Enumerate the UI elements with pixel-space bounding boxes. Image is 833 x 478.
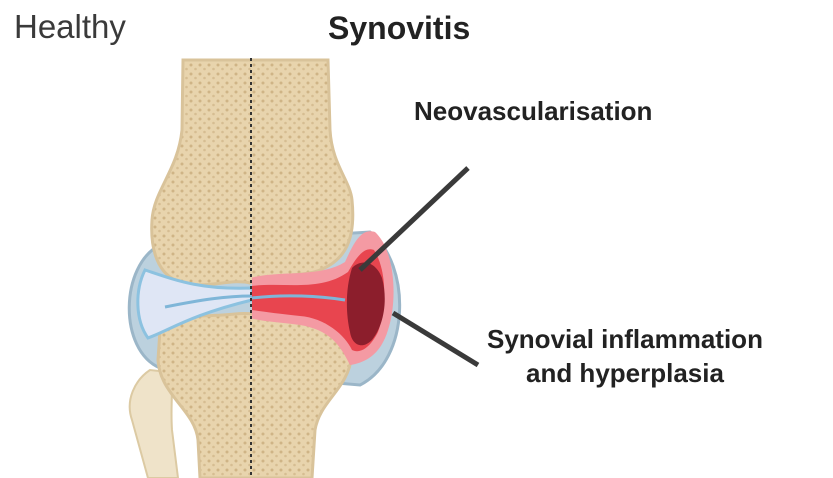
neovascularisation-label: Neovascularisation <box>414 96 652 127</box>
synovial-inflammation-line2: and hyperplasia <box>487 356 763 390</box>
synovial-inflammation-pointer <box>393 313 478 365</box>
healthy-label: Healthy <box>14 8 126 46</box>
synovial-inflammation-line1: Synovial inflammation <box>487 322 763 356</box>
synovitis-label: Synovitis <box>328 10 470 47</box>
neovascularisation-pointer <box>360 168 468 270</box>
tibia-bone <box>158 313 353 478</box>
femur-bone <box>152 60 353 285</box>
synovial-inflammation-label: Synovial inflammation and hyperplasia <box>487 322 763 390</box>
